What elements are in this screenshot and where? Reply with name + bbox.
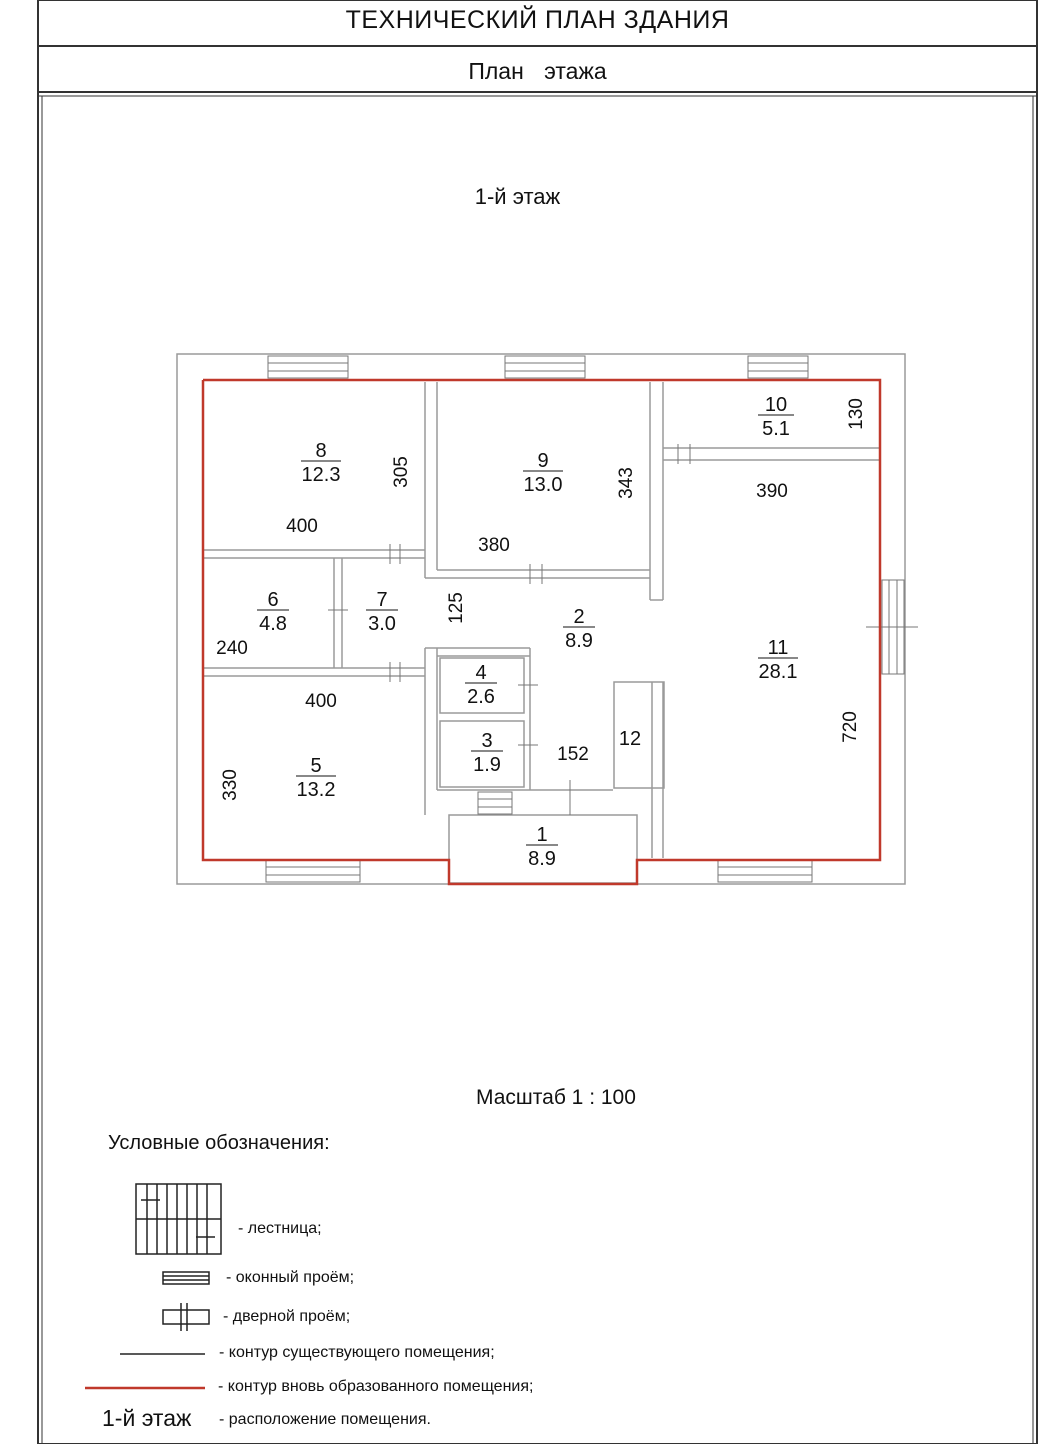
interior-walls bbox=[204, 382, 880, 884]
dimension-label: 380 bbox=[478, 535, 510, 556]
room-number: 11 bbox=[768, 637, 789, 659]
dimension-label: 152 bbox=[557, 744, 589, 765]
room-number: 12 bbox=[619, 728, 641, 750]
room-number: 5 bbox=[310, 755, 321, 777]
window-icon bbox=[267, 355, 349, 379]
stairs-icon bbox=[135, 1183, 222, 1255]
room-number: 4 bbox=[475, 662, 486, 684]
legend-new-label: - контур вновь образованного помещения; bbox=[218, 1378, 534, 1395]
room-area: 8.9 bbox=[565, 630, 593, 652]
legend-location-label: - расположение помещения. bbox=[219, 1411, 431, 1428]
dimension-label: 390 bbox=[756, 481, 788, 502]
room-number: 3 bbox=[481, 730, 492, 752]
room-number: 8 bbox=[315, 440, 326, 462]
legend-floor-label: 1-й этаж bbox=[102, 1405, 192, 1431]
window-icon bbox=[747, 355, 809, 379]
document-subtitle: План этажа bbox=[468, 58, 607, 84]
room-number: 9 bbox=[537, 450, 548, 472]
room-number: 6 bbox=[267, 589, 278, 611]
dimension-label: 305 bbox=[391, 456, 412, 488]
room-area: 13.0 bbox=[524, 474, 563, 496]
window-icon bbox=[504, 355, 586, 379]
dimension-label: 343 bbox=[616, 467, 637, 499]
dimension-label: 400 bbox=[286, 516, 318, 537]
room-area: 28.1 bbox=[759, 661, 798, 683]
door-icon bbox=[328, 444, 691, 815]
legend-door-label: - дверной проём; bbox=[223, 1308, 351, 1325]
room-area: 1.9 bbox=[473, 754, 501, 776]
room-area: 13.2 bbox=[297, 779, 336, 801]
new-contour-outline bbox=[201, 378, 882, 886]
room-number: 1 bbox=[536, 824, 547, 846]
dimension-label: 125 bbox=[446, 592, 467, 624]
door-icon bbox=[162, 1303, 210, 1331]
dimension-label: 240 bbox=[216, 638, 248, 659]
dimension-label: 400 bbox=[305, 691, 337, 712]
window-icon bbox=[866, 579, 918, 675]
room-area: 12.3 bbox=[302, 464, 341, 486]
legend-title: Условные обозначения: bbox=[108, 1132, 330, 1154]
floor-title: 1-й этаж bbox=[474, 184, 561, 209]
room-number: 2 bbox=[573, 606, 584, 628]
legend-stairs-label: - лестница; bbox=[238, 1220, 322, 1237]
room-area: 5.1 bbox=[762, 418, 790, 440]
room-area: 4.8 bbox=[259, 613, 287, 635]
room-number: 7 bbox=[376, 589, 387, 611]
dimension-label: 130 bbox=[846, 398, 867, 430]
window-icon bbox=[162, 1271, 210, 1285]
dimension-label: 330 bbox=[220, 769, 241, 801]
scale-label: Масштаб 1 : 100 bbox=[476, 1086, 636, 1109]
document-title: ТЕХНИЧЕСКИЙ ПЛАН ЗДАНИЯ bbox=[345, 6, 730, 34]
dimension-label: 720 bbox=[840, 711, 861, 743]
legend-window-label: - оконный проём; bbox=[226, 1269, 355, 1286]
room-number: 10 bbox=[765, 394, 787, 416]
room-area: 2.6 bbox=[467, 686, 495, 708]
room-area: 8.9 bbox=[528, 848, 556, 870]
room-area: 3.0 bbox=[368, 613, 396, 635]
legend-existing-label: - контур существующего помещения; bbox=[219, 1344, 495, 1361]
